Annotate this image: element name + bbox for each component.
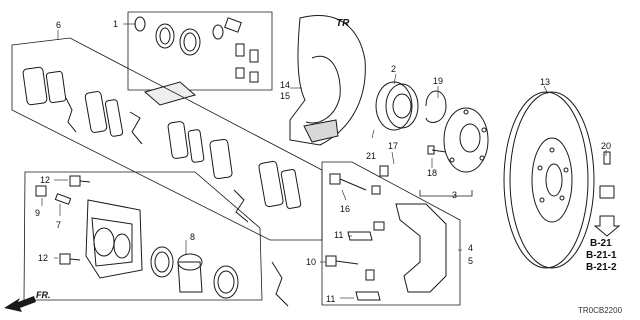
reference-down-arrow-icon bbox=[593, 215, 621, 237]
splash-shield bbox=[289, 15, 366, 146]
pad-set-parts bbox=[22, 66, 302, 223]
pad-set-box bbox=[11, 37, 323, 241]
caliper-parts bbox=[35, 175, 143, 279]
brake-disc bbox=[503, 91, 615, 269]
hub-bearing bbox=[375, 81, 447, 131]
callout-7: 7 bbox=[56, 220, 62, 230]
callout-9: 9 bbox=[35, 208, 41, 218]
shield-mark: TR bbox=[336, 18, 350, 29]
callout-11-upper: 11 bbox=[334, 230, 344, 240]
callout-12-upper: 12 bbox=[40, 175, 51, 185]
callout-4: 4 bbox=[468, 243, 474, 253]
callout-8: 8 bbox=[190, 232, 196, 242]
seal-kit-parts bbox=[134, 16, 259, 106]
reference-label: B-21-2 bbox=[586, 262, 617, 273]
callout-21: 21 bbox=[366, 151, 377, 161]
callout-3: 3 bbox=[452, 190, 458, 200]
caliper-box bbox=[23, 171, 263, 301]
leader-lines bbox=[41, 23, 607, 299]
reference-label: B-21 bbox=[590, 238, 612, 249]
seal-kit-box bbox=[127, 11, 273, 91]
callout-1: 1 bbox=[113, 19, 119, 29]
callout-19: 19 bbox=[433, 76, 444, 86]
callout-2: 2 bbox=[391, 64, 397, 74]
piston-seal-parts bbox=[150, 246, 289, 307]
callout-17: 17 bbox=[388, 141, 399, 151]
callout-20: 20 bbox=[601, 141, 612, 151]
front-direction-arrow-icon bbox=[4, 296, 36, 312]
reference-label: B-21-1 bbox=[586, 250, 617, 261]
front-direction-label: FR. bbox=[36, 290, 51, 300]
callout-5: 5 bbox=[468, 256, 474, 266]
caliper-bracket bbox=[325, 165, 447, 301]
bracket-box bbox=[321, 161, 461, 306]
callout-14: 14 bbox=[280, 80, 291, 90]
callout-13: 13 bbox=[540, 77, 551, 87]
callout-18: 18 bbox=[427, 168, 438, 178]
callout-6: 6 bbox=[56, 20, 62, 30]
callout-15: 15 bbox=[280, 91, 291, 101]
callout-12-lower: 12 bbox=[38, 253, 49, 263]
callout-10: 10 bbox=[306, 257, 317, 267]
callout-11-lower: 11 bbox=[326, 294, 336, 304]
wheel-hub bbox=[419, 107, 489, 197]
diagram-code: TR0CB2200 bbox=[578, 306, 623, 315]
callout-16: 16 bbox=[340, 204, 351, 214]
